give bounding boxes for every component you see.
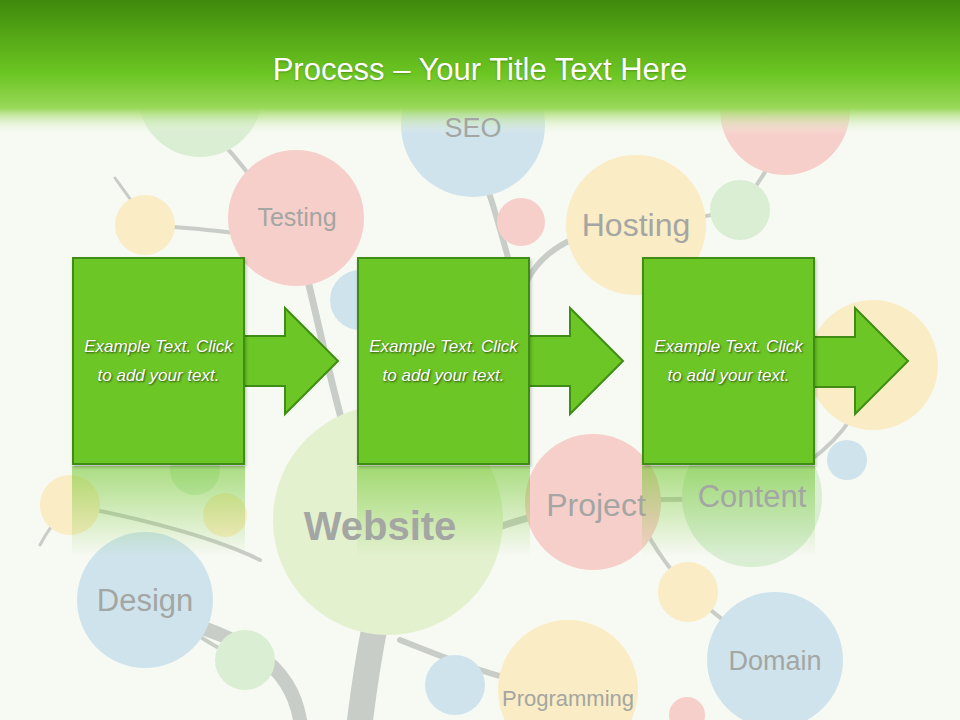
bubble-label: Website — [304, 504, 457, 549]
block-arrow — [243, 308, 338, 414]
process-box: Example Text. Click to add your text. — [642, 257, 815, 465]
box-text: Example Text. Click to add your text. — [369, 332, 519, 390]
process-box: Example Text. Click to add your text. — [72, 257, 245, 465]
bubble-label: Content — [698, 479, 807, 515]
slide-title: Process – Your Title Text Here — [0, 52, 960, 88]
bubble-label: Hosting — [582, 207, 691, 244]
box-text: Example Text. Click to add your text. — [654, 332, 804, 390]
box-text: Example Text. Click to add your text. — [84, 332, 234, 390]
bubble-label: Design — [97, 583, 194, 619]
bubble-label: Testing — [257, 203, 336, 232]
bubble-label: Domain — [728, 646, 821, 677]
bubble-label: Project — [546, 487, 646, 524]
block-arrow — [528, 308, 623, 414]
bubble-label: SEO — [444, 113, 501, 144]
bubble-label: Programming — [502, 686, 634, 712]
process-box: Example Text. Click to add your text. — [357, 257, 530, 465]
